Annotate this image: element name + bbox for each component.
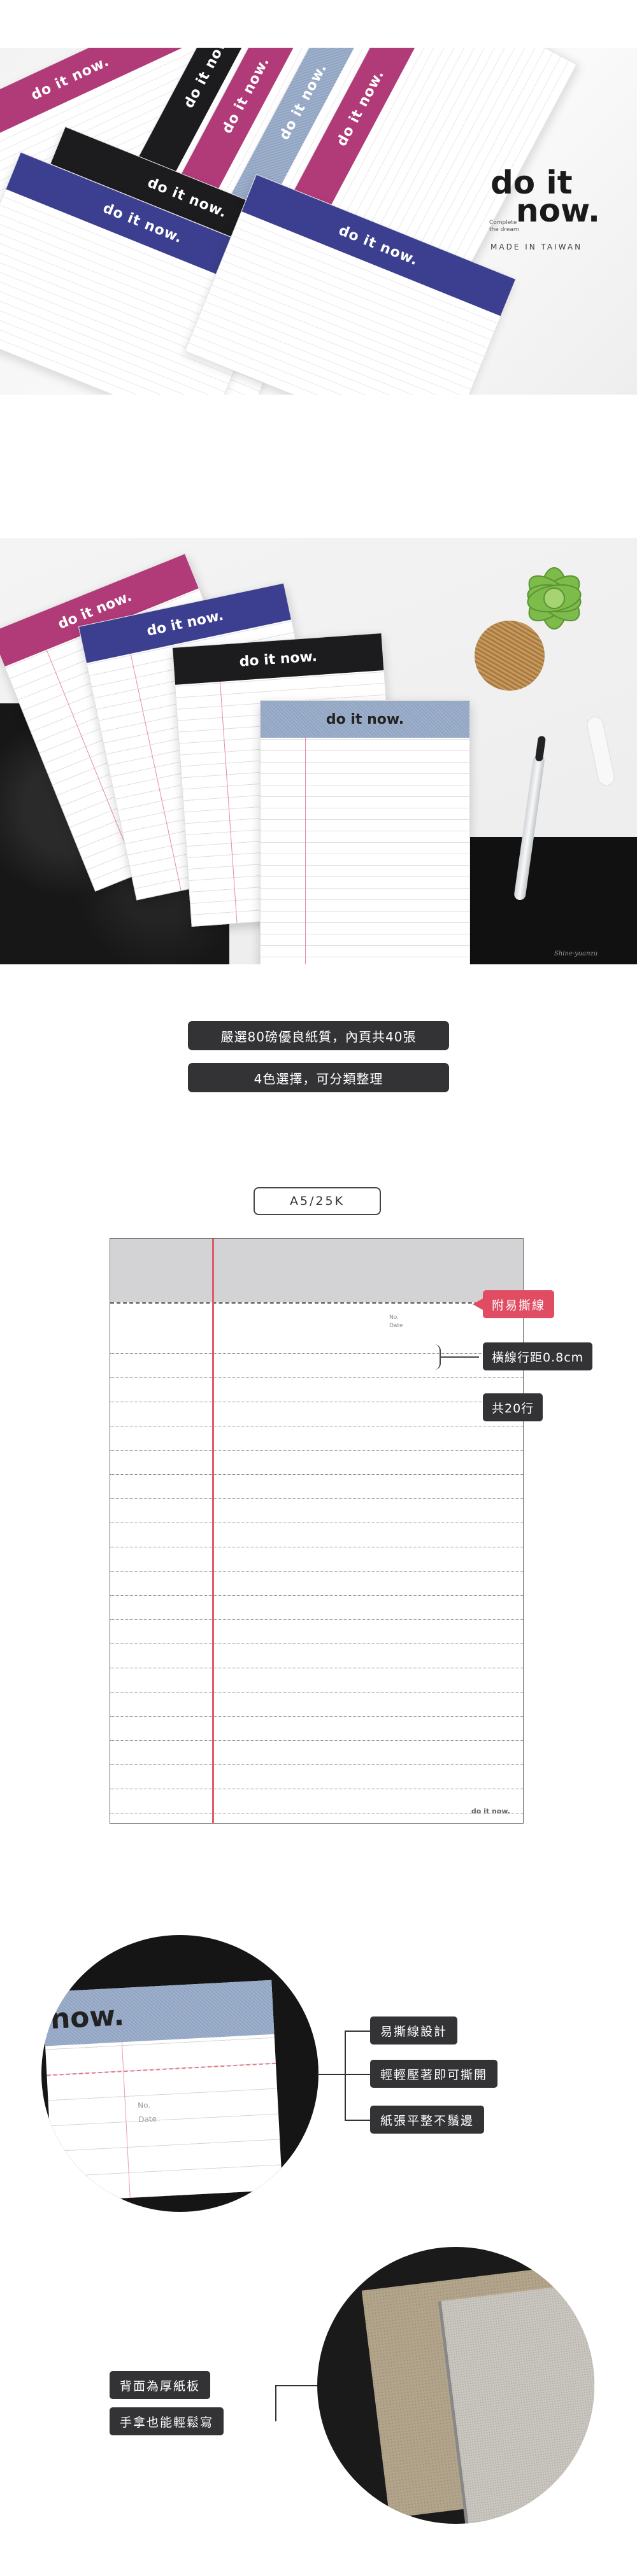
- succulent-plant-icon: [527, 567, 582, 630]
- closeup-no-label: No.: [137, 2101, 151, 2111]
- brand-tagline: Complete the dream: [489, 220, 519, 233]
- legal-pad-denim: do it now.: [260, 700, 470, 964]
- detail-label-easy-writing: 手拿也能輕鬆寫: [110, 2407, 224, 2435]
- detail-label-thick-backboard: 背面為厚紙板: [110, 2371, 211, 2399]
- connector-line: [345, 2074, 370, 2075]
- closeup-tear-line: [47, 2062, 276, 2076]
- no-date-fields: No. Date: [389, 1314, 403, 1330]
- connector-line-vertical: [345, 2031, 346, 2120]
- closeup-notepad: now. No. Date: [42, 1980, 283, 2202]
- connector-line: [317, 2074, 345, 2075]
- notepad-logo: do it now.: [145, 607, 225, 640]
- ruled-line: [110, 1716, 523, 1717]
- ruled-line: [110, 1474, 523, 1475]
- backboard-grey: [438, 2270, 594, 2524]
- date-label: Date: [389, 1323, 403, 1329]
- closeup-no-date: No. Date: [138, 2098, 157, 2127]
- size-label: A5/25K: [254, 1187, 381, 1215]
- notepad-logo: do it now.: [28, 53, 112, 104]
- callout-arrow: [473, 1299, 483, 1310]
- margin-line: [219, 681, 238, 924]
- spacing-brace: [433, 1344, 441, 1370]
- ruled-line: [110, 1643, 523, 1644]
- footer-logo: do it now.: [471, 1807, 510, 1815]
- backboard-closeup: [317, 2247, 594, 2524]
- hero-product-photo: do it now. do it now. do it now. do it n…: [0, 48, 637, 395]
- ruled-line: [110, 1619, 523, 1620]
- closeup-margin-line: [121, 2042, 131, 2198]
- margin-line: [130, 653, 182, 890]
- ruled-line: [110, 1450, 523, 1451]
- closeup-logo: now.: [49, 1999, 125, 2036]
- diagram-header-band: [110, 1239, 523, 1302]
- closeup-date-label: Date: [138, 2114, 157, 2125]
- brand-logo-line-1: do it: [490, 164, 573, 201]
- margin-line: [305, 738, 306, 964]
- notepad-band: do it now.: [261, 701, 469, 738]
- ruled-line: [110, 1595, 523, 1596]
- row-count-callout: 共20行: [483, 1393, 543, 1421]
- tear-line-callout: 附易撕線: [483, 1290, 555, 1318]
- notepad-logo: do it now.: [326, 711, 404, 728]
- lifestyle-product-photo: do it now. do it now. do it now. do it n…: [0, 538, 637, 964]
- brand-logo-line-2: now.: [516, 192, 600, 229]
- line-spacing-callout: 橫線行距0.8cm: [483, 1342, 593, 1370]
- connector-line: [345, 2031, 370, 2032]
- brand-block: do it now. Complete the dream MADE IN TA…: [489, 164, 618, 251]
- tear-line: [110, 1302, 523, 1304]
- connector-line: [275, 2385, 317, 2386]
- detail-label-tear-design: 易撕線設計: [370, 2016, 458, 2045]
- ruled-line: [110, 1740, 523, 1741]
- dark-corner-surface: [465, 837, 637, 964]
- spacing-brace-line: [441, 1356, 479, 1358]
- notepad-logo: do it now.: [238, 648, 318, 670]
- margin-line: [212, 1239, 214, 1823]
- brand-logo: do it now.: [490, 164, 618, 229]
- feature-pill-colors: 4色選擇，可分類整理: [188, 1063, 449, 1092]
- ruled-line: [110, 1377, 523, 1378]
- connector-line: [345, 2120, 370, 2121]
- no-label: No.: [389, 1314, 399, 1321]
- plant-pot: [475, 621, 545, 691]
- pen-cap: [585, 715, 617, 787]
- detail-label-press-tear: 輕輕壓著即可撕開: [370, 2060, 498, 2088]
- connector-line-vertical: [275, 2385, 276, 2421]
- ruled-line: [110, 1498, 523, 1499]
- detail-label-clean-edge: 紙張平整不鬚邊: [370, 2106, 485, 2134]
- feature-pill-paper: 嚴選80磅優良紙質，內頁共40張: [188, 1021, 449, 1050]
- ruled-line: [110, 1571, 523, 1572]
- notepad-page-diagram: No. Date do it now.: [110, 1238, 524, 1824]
- tear-line-closeup: now. No. Date: [41, 1935, 318, 2212]
- ruled-line: [110, 1353, 523, 1354]
- ruled-line: [110, 1692, 523, 1693]
- ruled-line: [110, 1764, 523, 1765]
- made-in-label: MADE IN TAIWAN: [490, 243, 583, 251]
- photo-watermark: Shine·yuanzu: [554, 950, 598, 957]
